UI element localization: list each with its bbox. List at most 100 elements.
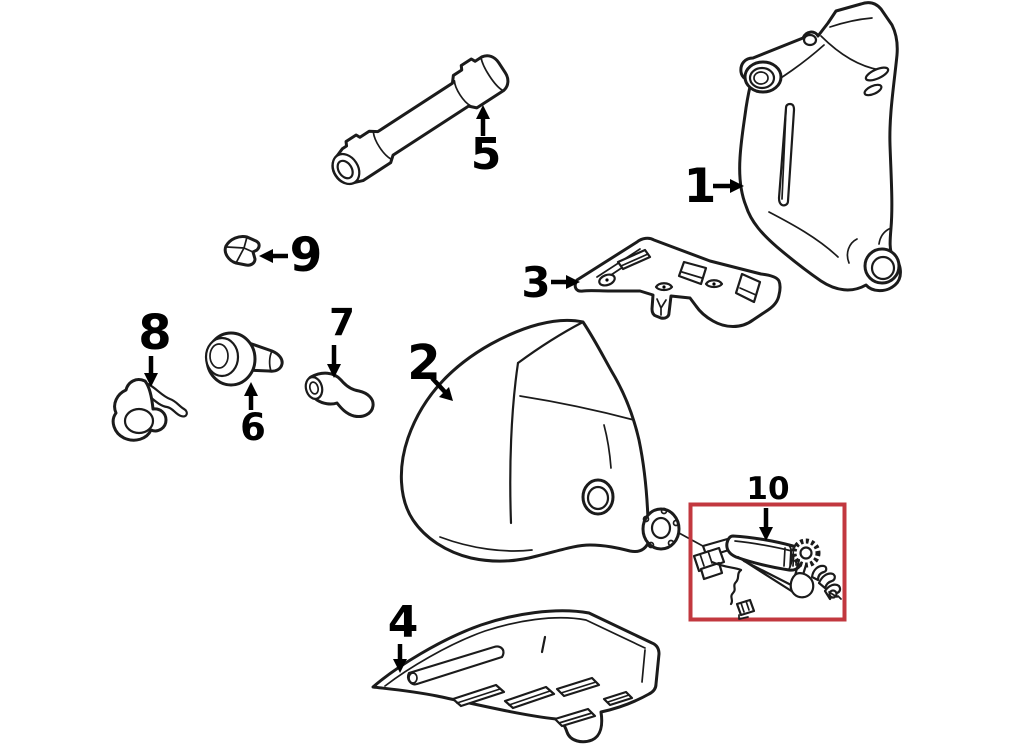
connector-pins: [699, 550, 713, 567]
filler-ring-inner: [586, 485, 610, 511]
part-10-fuel-pump-assembly[interactable]: [692, 534, 842, 620]
callout-6[interactable]: 6: [240, 382, 266, 449]
top-seam: [516, 320, 585, 365]
short-crease: [603, 424, 612, 469]
rib: [677, 260, 708, 286]
part-4-skid-plate[interactable]: [371, 609, 661, 744]
grommet-bore: [209, 343, 229, 369]
callout-2[interactable]: 2: [407, 335, 453, 401]
pump-cylinder: [725, 534, 804, 572]
callout-arrowhead: [327, 364, 341, 378]
collar-line: [453, 79, 472, 107]
callout-9[interactable]: 9: [259, 228, 322, 283]
rib-line: [607, 694, 630, 703]
callout-label: 9: [290, 228, 323, 283]
end-hatch: [783, 547, 798, 568]
slot-inner-line: [781, 109, 787, 200]
mount-eye-inner: [753, 71, 769, 85]
bolt-dot: [605, 278, 609, 282]
callout-label: 7: [329, 301, 355, 344]
callout-label: 4: [388, 597, 419, 648]
tube-bore: [336, 159, 354, 180]
rib-line: [508, 690, 551, 706]
highlight-box: [688, 502, 847, 622]
part-6-grommet[interactable]: [204, 331, 284, 387]
callout-5[interactable]: 5: [471, 105, 502, 180]
part-1-fuel-tank[interactable]: [738, 1, 902, 293]
callout-label: 1: [684, 159, 717, 214]
part-9-clip[interactable]: [223, 235, 261, 267]
bottom-lip: [439, 536, 533, 552]
screw-slot: [828, 591, 842, 600]
bolt-dot: [712, 282, 716, 286]
callout-arrowhead: [393, 659, 407, 673]
connector-lower: [699, 561, 724, 581]
callout-arrowhead: [259, 249, 273, 263]
wire-connector-detail: [738, 600, 750, 620]
rib-line: [739, 287, 757, 296]
callout-arrowhead: [759, 527, 773, 541]
rib-line: [560, 681, 597, 694]
callout-arrowhead: [476, 105, 490, 119]
callout-arrowhead: [730, 179, 744, 193]
inner-rim-right: [641, 649, 646, 683]
flange-bolt-hole: [642, 515, 650, 523]
clip-folds: [226, 236, 254, 264]
clip-loop: [123, 407, 155, 435]
callout-3[interactable]: 3: [521, 258, 580, 307]
eye-arc: [846, 238, 858, 264]
lock-ring-inner: [799, 546, 813, 560]
callout-arrowhead: [144, 373, 158, 387]
tick-mark: [540, 635, 547, 654]
callout-7[interactable]: 7: [327, 301, 355, 378]
callout-8[interactable]: 8: [138, 305, 172, 387]
electrical-connector: [692, 546, 726, 573]
tab-detail: [656, 298, 667, 316]
face-curve: [519, 395, 635, 421]
callout-arrow-line: [430, 376, 447, 394]
callout-arrowhead: [244, 382, 258, 396]
callout-label: 10: [746, 471, 789, 507]
callout-1[interactable]: 1: [684, 159, 744, 214]
pump-flange-opening: [650, 516, 672, 540]
float-finger: [810, 564, 828, 582]
bolt-dot: [662, 285, 666, 289]
rib-line: [456, 688, 501, 704]
rib-line: [620, 253, 649, 267]
side-seam: [509, 361, 520, 525]
side-crease: [878, 227, 892, 245]
stem-cap-line: [268, 350, 273, 372]
float-finger: [817, 572, 836, 590]
cylinder-highlight: [734, 540, 793, 552]
rib-line: [558, 712, 593, 724]
wire-connector: [735, 598, 756, 617]
part-5-filler-tube[interactable]: [323, 48, 513, 193]
strainer-loop: [789, 572, 815, 599]
rib-line: [681, 271, 703, 279]
callout-label: 8: [138, 305, 171, 361]
hose-opening: [304, 376, 324, 400]
collar-line: [480, 56, 504, 92]
part-8-retainer-clip[interactable]: [111, 378, 188, 442]
bottom-eye-inner: [870, 255, 896, 281]
wire-harness: [710, 560, 743, 572]
part-3-tank-shield[interactable]: [573, 236, 782, 328]
part-7-vent-hose[interactable]: [303, 371, 375, 418]
vent-oval: [863, 83, 883, 97]
vent-oval: [864, 66, 890, 82]
callout-arrowhead: [566, 275, 580, 289]
callout-label: 5: [471, 129, 502, 180]
flange-bolt-hole: [672, 519, 680, 527]
part-2-fuel-tank[interactable]: [399, 318, 681, 563]
callout-label: 3: [521, 258, 550, 307]
rib-end: [408, 672, 418, 684]
callout-10[interactable]: 10: [746, 471, 790, 541]
cap-bevel: [829, 17, 873, 28]
hose-bore: [308, 381, 320, 395]
body-crease: [768, 211, 839, 258]
collar-line: [372, 131, 392, 160]
callout-arrowhead: [439, 387, 453, 401]
callout-4[interactable]: 4: [388, 597, 419, 673]
